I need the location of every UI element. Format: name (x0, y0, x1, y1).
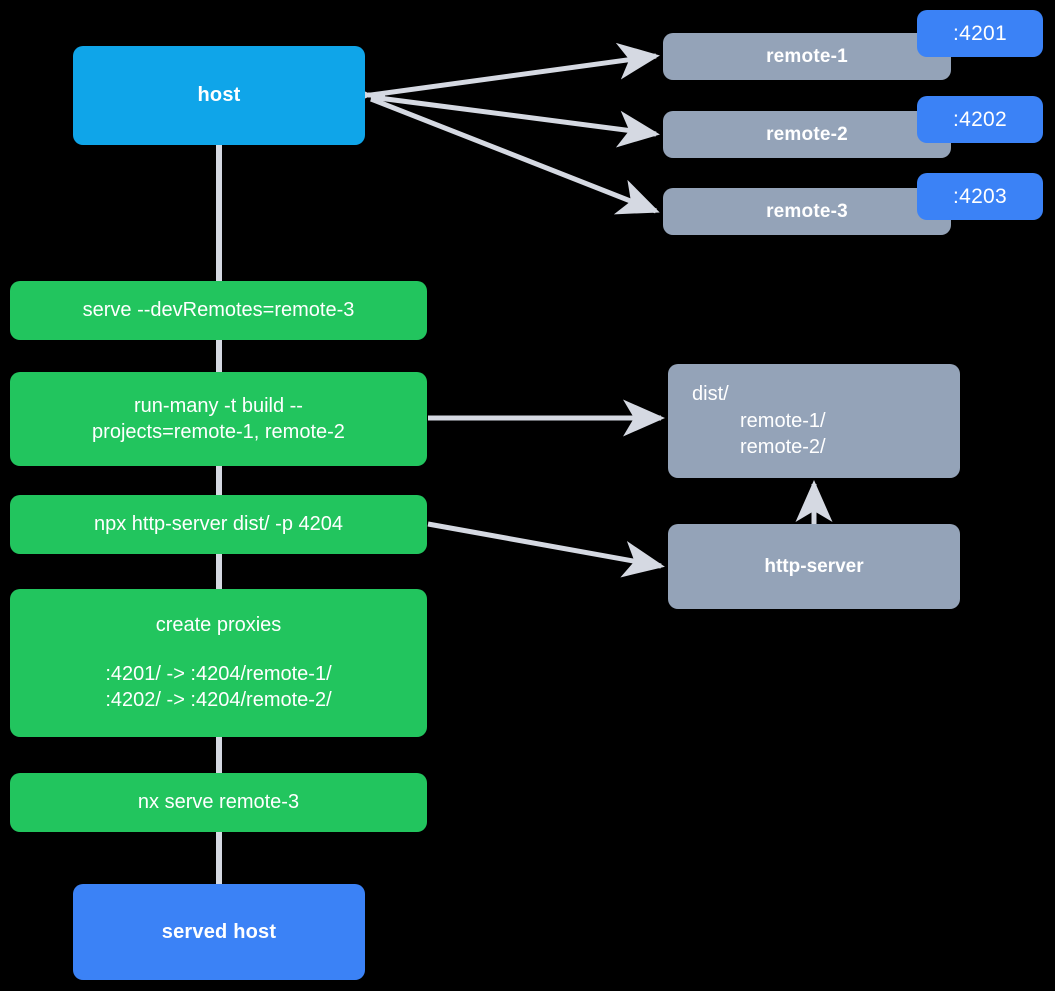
badge-remote-2-port: :4202 (917, 96, 1043, 143)
node-command-create-proxies[interactable]: create proxies :4201/ -> :4204/remote-1/… (10, 589, 427, 737)
command-line: run-many -t build -- (134, 394, 303, 417)
node-served-host-label: served host (161, 920, 277, 943)
edge-host-to-remote-3 (370, 96, 660, 215)
command-create-proxies-lines: create proxies :4201/ -> :4204/remote-1/… (105, 612, 331, 713)
node-remote-3-label: remote-3 (766, 200, 848, 222)
command-run-many-build-lines: run-many -t build -- projects=remote-1, … (92, 393, 345, 446)
badge-remote-3-port: :4203 (917, 173, 1043, 220)
node-remote-2[interactable]: remote-2 (663, 111, 951, 158)
badge-remote-2-port-label: :4202 (952, 107, 1008, 131)
badge-remote-3-port-label: :4203 (952, 184, 1008, 208)
node-remote-3[interactable]: remote-3 (663, 188, 951, 235)
badge-remote-1-port-label: :4201 (952, 21, 1008, 45)
node-host[interactable]: host (73, 46, 365, 145)
command-line: npx http-server dist/ -p 4204 (93, 513, 343, 536)
command-line: serve --devRemotes=remote-3 (82, 299, 355, 322)
dist-tree-root: dist/ (692, 383, 729, 406)
command-line: nx serve remote-3 (137, 791, 300, 814)
command-line-proxy-1: :4201/ -> :4204/remote-1/ (105, 662, 332, 685)
edge-host-to-remote-1 (370, 42, 660, 98)
node-remote-1[interactable]: remote-1 (663, 33, 951, 80)
node-command-serve-devremotes[interactable]: serve --devRemotes=remote-3 (10, 281, 427, 340)
dist-tree-lines: dist/ remote-1/ remote-2/ (668, 381, 960, 460)
node-command-nx-serve-remote-3[interactable]: nx serve remote-3 (10, 773, 427, 832)
command-line: projects=remote-1, remote-2 (92, 421, 345, 443)
edge-host-to-remote-2 (370, 94, 660, 148)
dist-tree-child-remote-1: remote-1/ (740, 409, 826, 432)
node-artifact-http-server[interactable]: http-server (668, 524, 960, 609)
command-line-proxy-2: :4202/ -> :4204/remote-2/ (105, 689, 332, 712)
command-npx-http-server-lines: npx http-server dist/ -p 4204 (94, 511, 343, 537)
node-remote-1-label: remote-1 (766, 45, 848, 67)
badge-remote-1-port: :4201 (917, 10, 1043, 57)
edge-npx-to-http-server (427, 521, 665, 578)
node-host-label: host (197, 84, 241, 107)
node-remote-2-label: remote-2 (766, 123, 848, 145)
command-serve-devremotes-lines: serve --devRemotes=remote-3 (83, 297, 355, 323)
node-served-host[interactable]: served host (73, 884, 365, 980)
command-nx-serve-remote-3-lines: nx serve remote-3 (138, 789, 299, 815)
node-command-npx-http-server[interactable]: npx http-server dist/ -p 4204 (10, 495, 427, 554)
dist-tree-child-remote-2: remote-2/ (740, 436, 826, 459)
node-artifact-dist-tree[interactable]: dist/ remote-1/ remote-2/ (668, 364, 960, 478)
command-line-title: create proxies (155, 614, 282, 637)
node-command-run-many-build[interactable]: run-many -t build -- projects=remote-1, … (10, 372, 427, 466)
node-artifact-http-server-label: http-server (764, 555, 864, 577)
